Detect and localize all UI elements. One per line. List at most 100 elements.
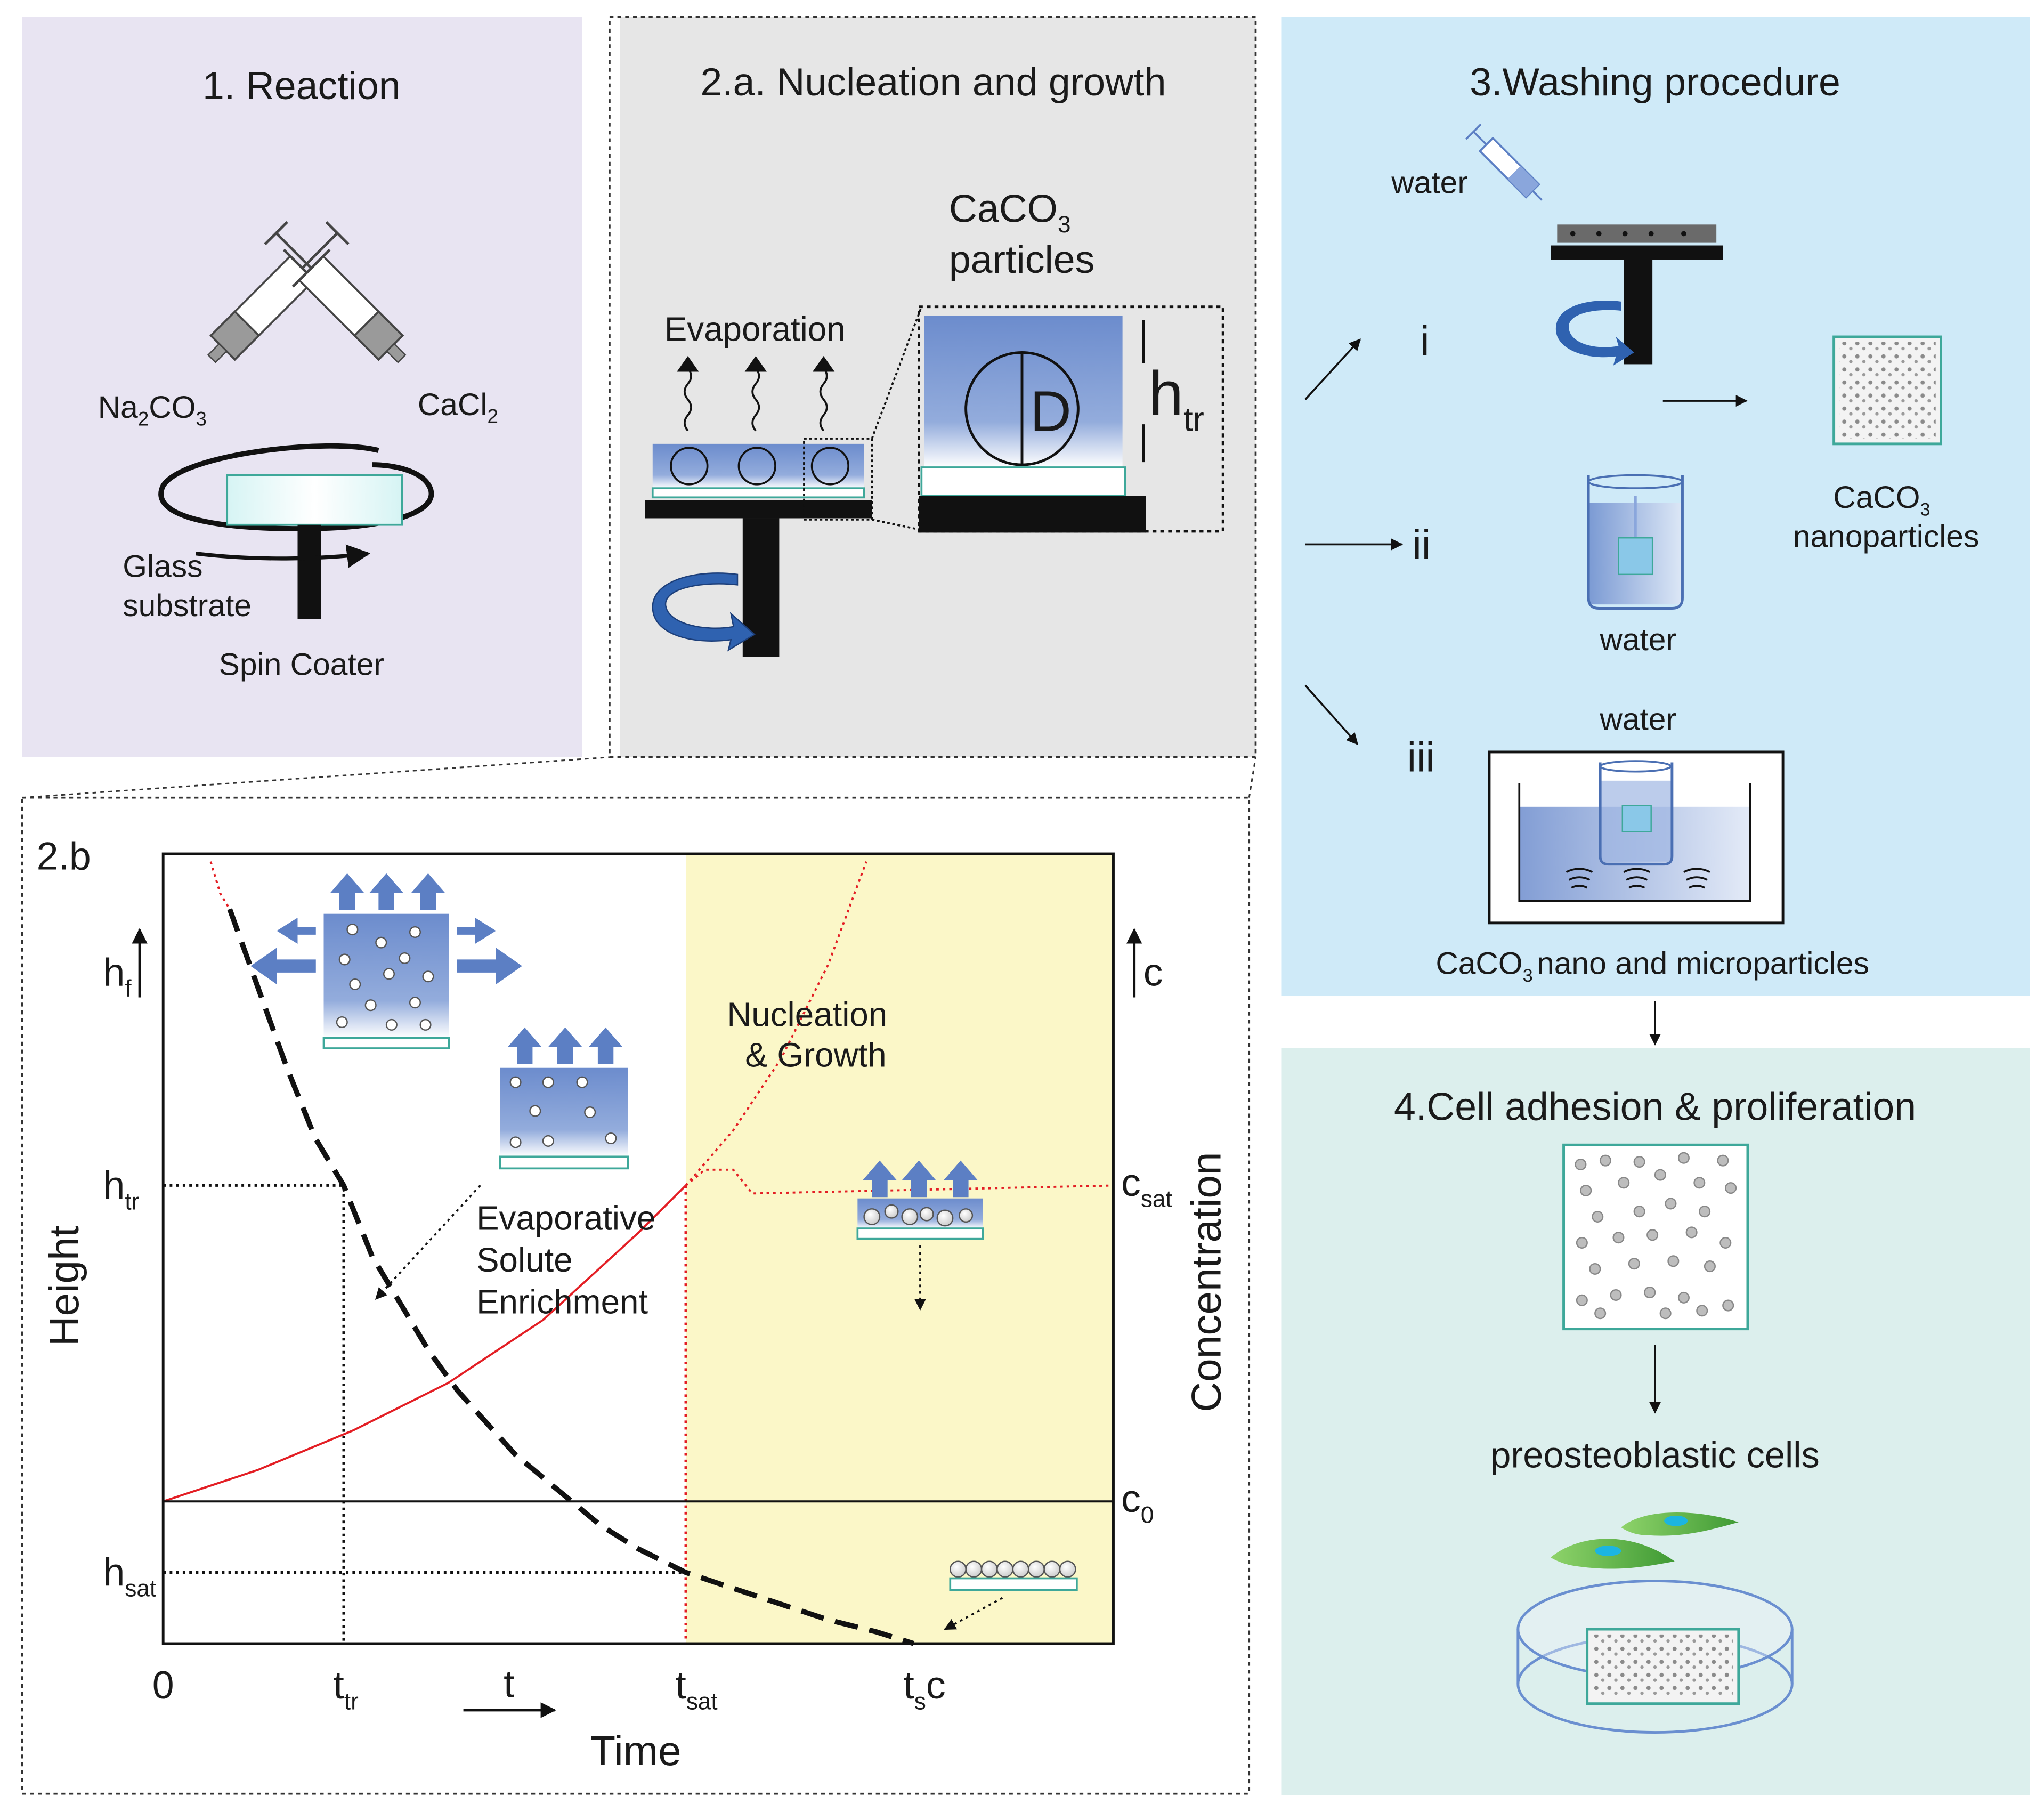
film-with-particles-icon xyxy=(645,306,923,657)
series-0-point-3 xyxy=(314,1137,315,1138)
syringe-left-icon xyxy=(207,221,350,363)
nanoparticles-sample-icon xyxy=(1832,335,1942,446)
panel-reaction: 1. Reaction Na2CO3 CaCl2 xyxy=(22,17,582,757)
left-tick-label-1: hsat xyxy=(103,1550,157,1602)
time-arrow-label: t xyxy=(504,1661,514,1705)
x-tick-label-1: ttr xyxy=(333,1663,358,1715)
series-0-point-4 xyxy=(343,1185,344,1186)
syringe-right-icon xyxy=(264,221,407,363)
series-4-point-0 xyxy=(685,1185,686,1186)
series-0-point-9 xyxy=(485,1422,486,1423)
water-beaker-label: water xyxy=(1599,622,1676,657)
series-0-point-6 xyxy=(400,1304,401,1305)
series-0-point-19 xyxy=(875,1631,876,1632)
series-0-point-11 xyxy=(542,1477,544,1478)
water-beaker-icon xyxy=(1587,474,1684,610)
step-ii-label: ii xyxy=(1412,521,1431,568)
spin-coater-label: Spin Coater xyxy=(219,647,384,682)
evaporative-enrichment-label: Evaporative Solute Enrichment xyxy=(476,1199,665,1321)
series-2-point-1 xyxy=(733,1130,734,1131)
water-syringe-label: water xyxy=(1391,166,1468,200)
series-3-point-2 xyxy=(229,909,230,910)
evaporation-arrows-icon xyxy=(677,355,835,432)
series-0-point-16 xyxy=(733,1588,734,1589)
panel-washing-title: 3.Washing procedure xyxy=(1470,60,1840,104)
series-line-3 xyxy=(209,861,231,910)
preosteoblastic-cells-label: preosteoblastic cells xyxy=(1490,1434,1820,1475)
x-tick-label-2: tsat xyxy=(675,1663,717,1715)
series-2-point-4 xyxy=(866,861,867,862)
rotation-arrow-icon xyxy=(652,572,756,652)
cells-icon xyxy=(1551,1512,1739,1569)
series-4-point-1 xyxy=(704,1169,705,1170)
series-0-point-5 xyxy=(371,1256,372,1257)
series-line-0 xyxy=(227,908,915,1646)
series-4-point-3 xyxy=(752,1193,753,1194)
y-axis-title-left: Height xyxy=(40,1225,87,1346)
series-1-point-3 xyxy=(448,1382,449,1384)
guide-line-0 xyxy=(163,1184,345,1644)
series-1-point-1 xyxy=(257,1469,258,1470)
nucleation-region-shading xyxy=(685,854,1114,1644)
dry-particle-layer-icon xyxy=(944,1560,1078,1630)
x-tick-label-3: tsc xyxy=(903,1663,945,1715)
water-syringe-icon xyxy=(1465,123,1543,201)
left-tick-label-0: htr xyxy=(103,1163,140,1215)
petri-dish-icon xyxy=(1516,1579,1794,1734)
series-3-point-1 xyxy=(220,893,221,894)
early-droplet-icon xyxy=(250,873,522,1049)
panel-nucleation: 2.a. Nucleation and growth CaCO3 particl… xyxy=(609,16,1257,758)
reagent-cacl2-label: CaCl2 xyxy=(418,387,498,427)
panel-reaction-title: 1. Reaction xyxy=(202,63,401,108)
panel-nucleation-title: 2.a. Nucleation and growth xyxy=(700,60,1166,104)
series-line-2 xyxy=(685,861,867,1186)
washing-arrows-icon xyxy=(1304,338,1748,745)
right-axis-marker: c xyxy=(1143,950,1163,994)
reagent-na2co3-label: Na2CO3 xyxy=(98,390,207,430)
series-0-point-2 xyxy=(286,1066,287,1067)
spin-coater-icon xyxy=(158,443,434,619)
step-i-label: i xyxy=(1420,317,1429,364)
right-tick-label-1: c0 xyxy=(1121,1476,1154,1528)
series-0-point-8 xyxy=(457,1390,458,1392)
ultrasonic-bath-icon xyxy=(1488,750,1785,925)
series-0-point-13 xyxy=(599,1525,601,1526)
series-0-point-18 xyxy=(828,1619,829,1620)
zoomed-particle-icon: D xyxy=(918,305,1224,533)
particle-substrate-icon xyxy=(1562,1143,1749,1331)
step-iii-label: iii xyxy=(1407,734,1435,781)
caco3-particles-label: CaCO3 particles xyxy=(949,186,1095,281)
x-axis-title: Time xyxy=(590,1727,681,1774)
series-0-point-14 xyxy=(638,1548,639,1549)
diameter-label: D xyxy=(1030,378,1072,443)
mid-droplet-icon xyxy=(499,1027,629,1170)
series-3-point-0 xyxy=(210,861,211,862)
series-1-point-2 xyxy=(353,1430,354,1431)
caco3-nanoparticles-label: CaCO3 nanoparticles xyxy=(1793,480,1980,554)
series-0-point-10 xyxy=(514,1453,515,1454)
evaporation-label: Evaporation xyxy=(664,310,846,348)
x-tick-label-0: 0 xyxy=(152,1663,174,1707)
left-axis-marker: hf xyxy=(103,950,132,1002)
plot-frame xyxy=(161,852,1115,1645)
series-line-1 xyxy=(163,1185,687,1503)
panel-washing: 3.Washing procedure water i ii iii xyxy=(1281,17,2030,997)
series-2-point-3 xyxy=(828,964,829,965)
water-bath-label: water xyxy=(1599,702,1676,737)
panel-cell-adhesion-title: 4.Cell adhesion & proliferation xyxy=(1394,1085,1916,1129)
panel-kinetics-label: 2.b xyxy=(37,834,91,878)
washing-spin-coater-icon xyxy=(1551,224,1723,366)
nucleating-film-icon xyxy=(856,1160,984,1311)
series-0-point-17 xyxy=(780,1604,781,1605)
height-transition-label: htr xyxy=(1149,359,1204,438)
series-0-point-7 xyxy=(428,1351,429,1352)
series-0-point-15 xyxy=(685,1572,686,1573)
glass-substrate-label: Glass substrate xyxy=(123,549,252,623)
nucleation-growth-label: Nucleation & Growth xyxy=(727,996,897,1074)
right-tick-label-0: csat xyxy=(1121,1160,1172,1212)
series-0-point-1 xyxy=(257,988,258,989)
